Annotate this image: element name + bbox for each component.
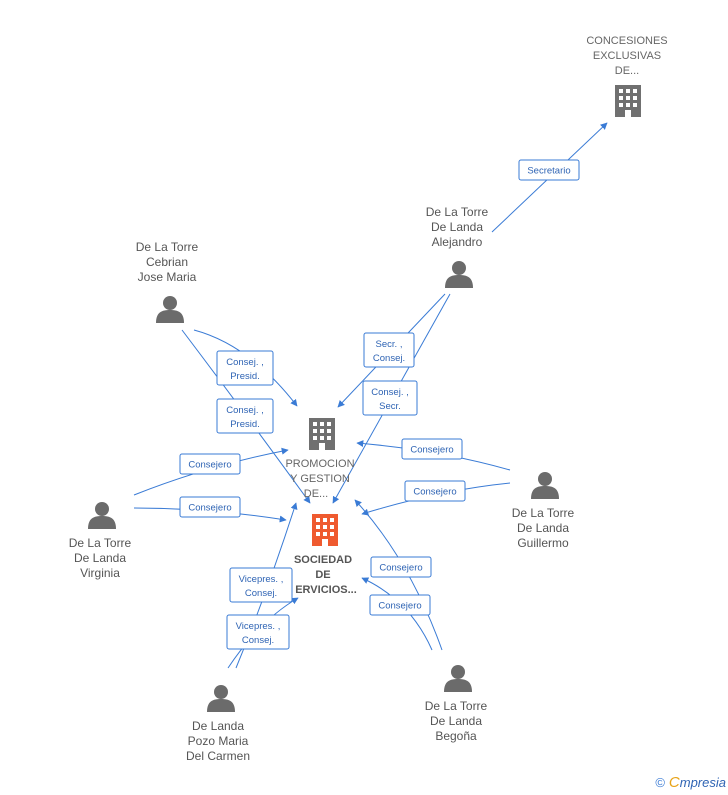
edge-label-text: Consej.	[245, 588, 277, 599]
company-label: DE...	[615, 65, 639, 77]
edge-label-begona-promocion[interactable]: Consejero	[369, 594, 431, 616]
person-label: De La Torre	[136, 240, 199, 254]
edge-label-alejandro-concesiones[interactable]: Secretario	[518, 159, 580, 181]
edge-label-text: Consej. ,	[371, 387, 409, 398]
person-label: De Landa	[517, 521, 569, 535]
person-icon	[207, 685, 235, 712]
person-label: Begoña	[435, 729, 477, 743]
person-label: De Landa	[431, 220, 483, 234]
edge-label-text: Consejero	[188, 503, 231, 514]
person-label: De Landa	[192, 719, 244, 733]
person-label: De La Torre	[69, 536, 132, 550]
edge-label-text: Presid.	[230, 419, 260, 430]
company-label: EXCLUSIVAS	[593, 50, 661, 62]
company-label: Y GESTION	[290, 473, 350, 485]
person-label: Jose Maria	[138, 270, 197, 284]
edge-label-text: Consejero	[379, 563, 422, 574]
edge-label-boxes: Secretario Secr. , Consej. Consej. , Sec…	[179, 159, 580, 650]
edge-label-text: Consejero	[413, 487, 456, 498]
edge-label-begona-sociedad[interactable]: Consejero	[370, 556, 432, 578]
edge-label-virginia-promocion[interactable]: Consejero	[179, 453, 241, 475]
person-icon	[156, 296, 184, 323]
company-label: PROMOCION	[285, 458, 354, 470]
edge-label-text: Consej. ,	[226, 357, 264, 368]
footer-brand[interactable]: ©Cmpresia	[655, 774, 726, 791]
person-label: Cebrian	[146, 255, 188, 269]
person-node-cebrian[interactable]: De La Torre Cebrian Jose Maria	[136, 240, 199, 323]
company-label: CONCESIONES	[586, 35, 667, 47]
person-label: Guillermo	[517, 536, 569, 550]
building-icon	[615, 85, 641, 117]
company-label: SOCIEDAD	[294, 554, 352, 566]
person-node-pozo[interactable]: De Landa Pozo Maria Del Carmen	[186, 685, 250, 763]
edge-label-guillermo-sociedad[interactable]: Consejero	[404, 480, 466, 502]
company-node-promocion[interactable]: PROMOCION Y GESTION DE...	[285, 418, 355, 500]
edge-label-cebrian-sociedad[interactable]: Consej. , Presid.	[216, 398, 274, 434]
person-label: De La Torre	[512, 506, 575, 520]
edge-label-text: Consejero	[188, 460, 231, 471]
building-icon	[312, 514, 338, 546]
building-icon	[309, 418, 335, 450]
person-label: De La Torre	[426, 205, 489, 219]
person-icon	[445, 261, 473, 288]
person-node-begona[interactable]: De La Torre De Landa Begoña	[425, 665, 488, 743]
company-node-concesiones[interactable]: CONCESIONES EXCLUSIVAS DE...	[586, 35, 668, 117]
edge-label-pozo-sociedad[interactable]: Vicepres. , Consej.	[229, 567, 293, 603]
edge-label-text: Secr. ,	[376, 339, 403, 350]
brand-logo-initial: C	[668, 774, 680, 791]
edge-label-alejandro-promocion[interactable]: Secr. , Consej.	[363, 332, 415, 368]
edge-label-text: Vicepres. ,	[239, 574, 284, 585]
person-label: De Landa	[74, 551, 126, 565]
person-label: Pozo Maria	[188, 734, 249, 748]
edge-label-cebrian-promocion[interactable]: Consej. , Presid.	[216, 350, 274, 386]
edge-label-alejandro-sociedad[interactable]: Consej. , Secr.	[362, 380, 418, 416]
edge-label-text: Consejero	[410, 445, 453, 456]
company-node-sociedad[interactable]: SOCIEDAD DE ERVICIOS...	[294, 514, 357, 596]
company-label: DE...	[304, 488, 328, 500]
edge-label-text: Vicepres. ,	[236, 621, 281, 632]
person-label: De La Torre	[425, 699, 488, 713]
company-label: ERVICIOS...	[295, 584, 357, 596]
person-label: Virginia	[80, 566, 120, 580]
person-node-virginia[interactable]: De La Torre De Landa Virginia	[69, 502, 132, 580]
person-node-alejandro[interactable]: De La Torre De Landa Alejandro	[426, 205, 489, 288]
edge-label-text: Secr.	[379, 401, 401, 412]
edge-label-virginia-sociedad[interactable]: Consejero	[179, 496, 241, 518]
person-label: Del Carmen	[186, 749, 250, 763]
edge-label-text: Consej. ,	[226, 405, 264, 416]
person-node-guillermo[interactable]: De La Torre De Landa Guillermo	[512, 472, 575, 550]
person-label: Alejandro	[432, 235, 483, 249]
person-icon	[88, 502, 116, 529]
person-icon	[531, 472, 559, 499]
edge-label-text: Presid.	[230, 371, 260, 382]
edge-label-guillermo-promocion[interactable]: Consejero	[401, 438, 463, 460]
person-label: De Landa	[430, 714, 482, 728]
edge-label-text: Secretario	[527, 166, 570, 177]
company-label: DE	[315, 569, 330, 581]
edge-label-text: Consej.	[373, 353, 405, 364]
edge-label-pozo-promocion[interactable]: Vicepres. , Consej.	[226, 614, 290, 650]
person-icon	[444, 665, 472, 692]
edge-label-text: Consej.	[242, 635, 274, 646]
copyright-symbol: ©	[655, 775, 665, 790]
brand-logo-text: mpresia	[679, 775, 726, 790]
edge-label-text: Consejero	[378, 601, 421, 612]
